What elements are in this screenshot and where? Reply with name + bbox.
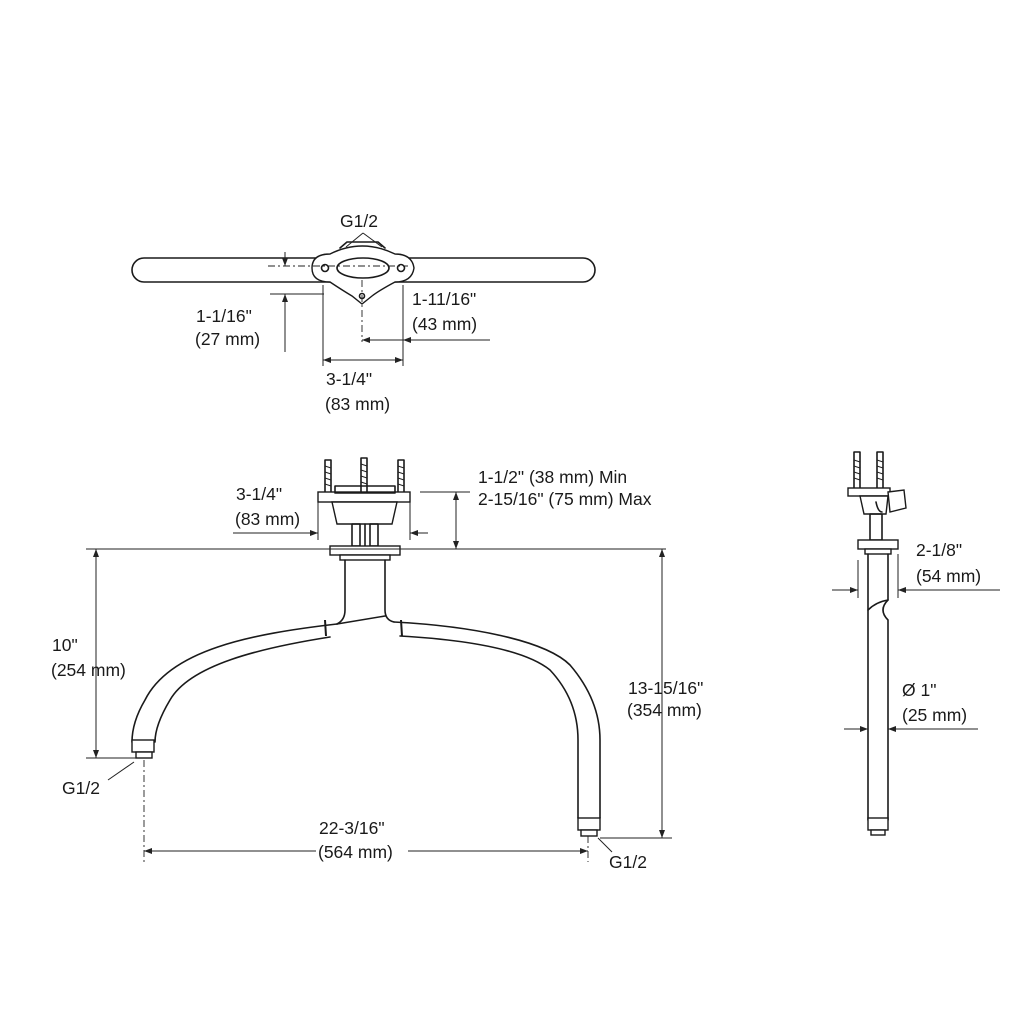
front-bracket-housing [331,501,398,525]
top-screw-right [396,263,406,273]
front-drop-in: 10" [52,635,78,655]
side-view: 2-1/8" (54 mm) Ø 1" (25 mm) [832,451,1000,836]
top-view: G1/2 1-1/16" (27 mm) 1-11/16" (43 mm) 3-… [131,211,596,414]
front-right-outlet [577,817,601,831]
side-outlet [867,817,889,831]
front-left-outlet-label: G1/2 [62,778,100,798]
side-flange-mm: (54 mm) [916,566,981,586]
front-escutcheon-in: 3-1/4" [236,484,282,504]
top-flange-width-mm: (83 mm) [325,394,390,414]
front-view: 3-1/4" (83 mm) 1-1/2" (38 mm) Min 2-15/1… [51,457,703,872]
side-clip [887,489,907,513]
side-escutcheon [857,539,899,550]
side-pipe [867,553,889,821]
top-flange-half-in: 1-11/16" [412,289,476,309]
top-flange-width-in: 3-1/4" [326,369,372,389]
front-escutcheon-mm: (83 mm) [235,509,300,529]
front-arm-inner [154,615,386,743]
top-inlet-opening [336,257,390,279]
front-ceiling-max: 2-15/16" (75 mm) Max [478,489,652,509]
side-bracket-body [859,495,889,515]
front-span-in: 22-3/16" [319,818,385,838]
side-pipe-dia-mm: (25 mm) [902,705,967,725]
top-offset-mm: (27 mm) [195,329,260,349]
top-inlet-label: G1/2 [340,211,378,231]
front-left-outlet [131,739,155,753]
front-height-in: 13-15/16" [628,678,703,698]
top-flange-half-mm: (43 mm) [412,314,477,334]
top-mounting-flange [311,245,415,305]
front-span-mm: (564 mm) [318,842,393,862]
front-arm-outer [131,623,338,743]
side-pipe-dia-in: Ø 1" [902,680,936,700]
side-bracket-plate [847,487,891,497]
front-drop-pipe [336,559,395,625]
front-arm-outer-right [393,621,601,819]
front-right-outlet-label: G1/2 [609,852,647,872]
side-flange-in: 2-1/8" [916,540,962,560]
top-screw-left [320,263,330,273]
top-inlet-clip [339,241,386,249]
front-drop-mm: (254 mm) [51,660,126,680]
front-escutcheon [329,545,401,556]
front-ceiling-min: 1-1/2" (38 mm) Min [478,467,627,487]
top-offset-in: 1-1/16" [196,306,252,326]
front-height-mm: (354 mm) [627,700,702,720]
front-arm-inner-right [399,635,579,819]
